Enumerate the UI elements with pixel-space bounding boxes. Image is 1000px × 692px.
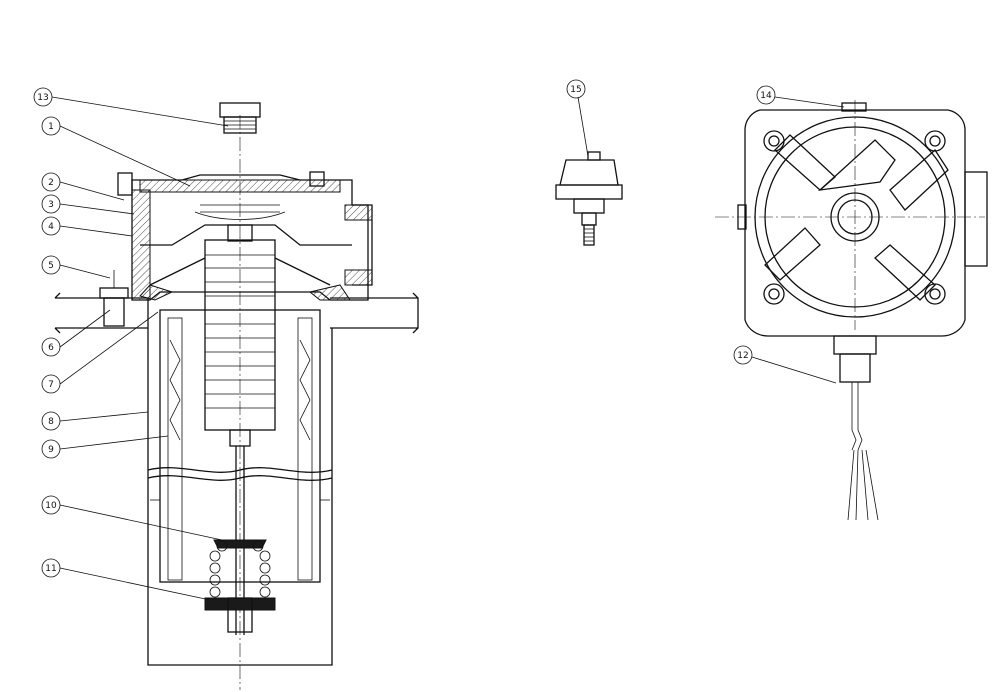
svg-text:5: 5 — [48, 261, 54, 271]
svg-text:1: 1 — [48, 122, 54, 132]
filter-top-view — [715, 100, 988, 521]
balloon-10: 10 — [41, 495, 61, 515]
leader-lines-left — [51, 96, 229, 601]
filter-head — [117, 171, 373, 301]
balloon-7: 7 — [41, 374, 61, 394]
balloon-6: 6 — [41, 337, 61, 357]
balloon-8: 8 — [41, 411, 61, 431]
filter-bowl — [147, 328, 333, 666]
balloon-14: 14 — [756, 85, 776, 105]
bypass-valve — [204, 224, 276, 447]
balloon-4: 4 — [41, 216, 61, 236]
leader-lines-right — [751, 96, 845, 384]
svg-text:6: 6 — [48, 343, 54, 353]
mount-bolt — [99, 270, 129, 327]
svg-text:2: 2 — [48, 178, 54, 188]
tank-plate — [54, 292, 419, 334]
svg-text:10: 10 — [45, 501, 57, 511]
svg-text:15: 15 — [570, 85, 581, 95]
svg-text:11: 11 — [45, 564, 56, 574]
balloon-5: 5 — [41, 255, 61, 275]
svg-text:3: 3 — [48, 200, 54, 210]
filter-section-view — [54, 102, 419, 690]
svg-text:8: 8 — [48, 417, 54, 427]
balloon-3: 3 — [41, 194, 61, 214]
balloon-9: 9 — [41, 439, 61, 459]
balloon-15: 15 — [566, 79, 586, 99]
pressure-gauge-view — [555, 96, 623, 246]
balloon-13: 13 — [33, 87, 53, 107]
balloon-12: 12 — [733, 345, 753, 365]
svg-text:13: 13 — [37, 93, 48, 103]
balloon-2: 2 — [41, 172, 61, 192]
balloon-1: 1 — [41, 116, 61, 136]
svg-text:12: 12 — [737, 351, 748, 361]
top-plug — [219, 102, 261, 134]
svg-text:9: 9 — [48, 445, 54, 455]
spring-assembly — [204, 446, 276, 635]
svg-text:4: 4 — [48, 222, 54, 232]
svg-text:14: 14 — [760, 91, 772, 101]
balloon-11: 11 — [41, 558, 61, 578]
svg-text:7: 7 — [48, 380, 54, 390]
